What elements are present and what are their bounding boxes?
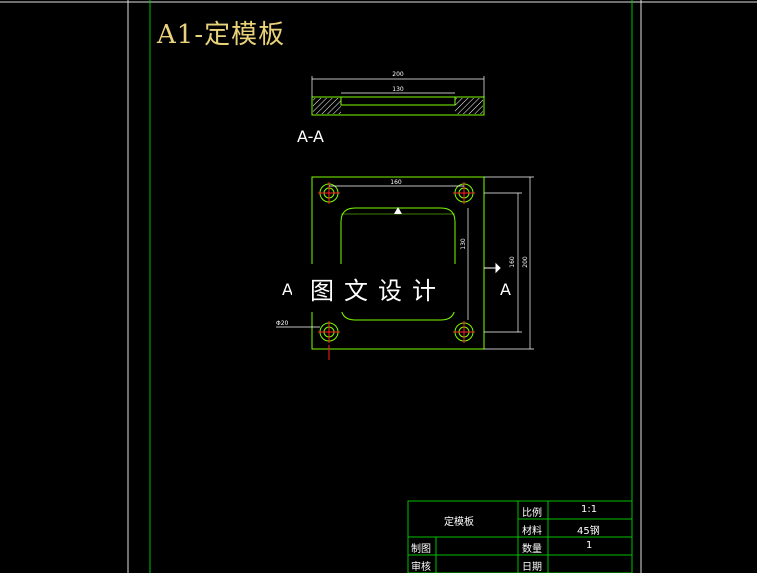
dim-section-inner: 130 bbox=[392, 86, 404, 93]
inner-border bbox=[149, 0, 633, 573]
scale-value: 1:1 bbox=[581, 504, 598, 515]
dim-pocket-height: 130 bbox=[460, 238, 467, 250]
date-label: 日期 bbox=[522, 562, 542, 573]
watermark: 图文设计 bbox=[292, 264, 464, 312]
surface-mark bbox=[394, 207, 402, 214]
dim-top-hole-span: 160 bbox=[390, 179, 402, 186]
dim-right-inner: 160 bbox=[509, 256, 516, 268]
dim-section-width: 200 bbox=[392, 71, 404, 78]
dim-right-outer: 200 bbox=[522, 256, 529, 268]
quantity-value: 1 bbox=[586, 540, 593, 551]
checked-by-label: 审核 bbox=[411, 562, 431, 573]
title-block-grid bbox=[407, 500, 633, 573]
part-name: 定模板 bbox=[444, 517, 474, 528]
plan-view bbox=[276, 176, 534, 360]
material-label: 材料 bbox=[522, 526, 542, 537]
dim-hole-dia: Φ20 bbox=[276, 320, 289, 327]
scale-label: 比例 bbox=[522, 508, 542, 519]
section-hatch-left bbox=[313, 98, 341, 114]
section-view bbox=[311, 76, 485, 116]
drawing-title: A1-定模板 bbox=[157, 20, 286, 50]
quantity-label: 数量 bbox=[522, 544, 542, 555]
section-label: A-A bbox=[297, 127, 324, 146]
section-cut-right-label: A bbox=[500, 280, 511, 299]
material-value: 45钢 bbox=[577, 526, 600, 537]
section-hatch-right bbox=[455, 98, 483, 114]
plate-outline bbox=[311, 176, 485, 350]
drawn-by-label: 制图 bbox=[411, 544, 431, 555]
section-cut-left-label: A bbox=[282, 280, 293, 299]
